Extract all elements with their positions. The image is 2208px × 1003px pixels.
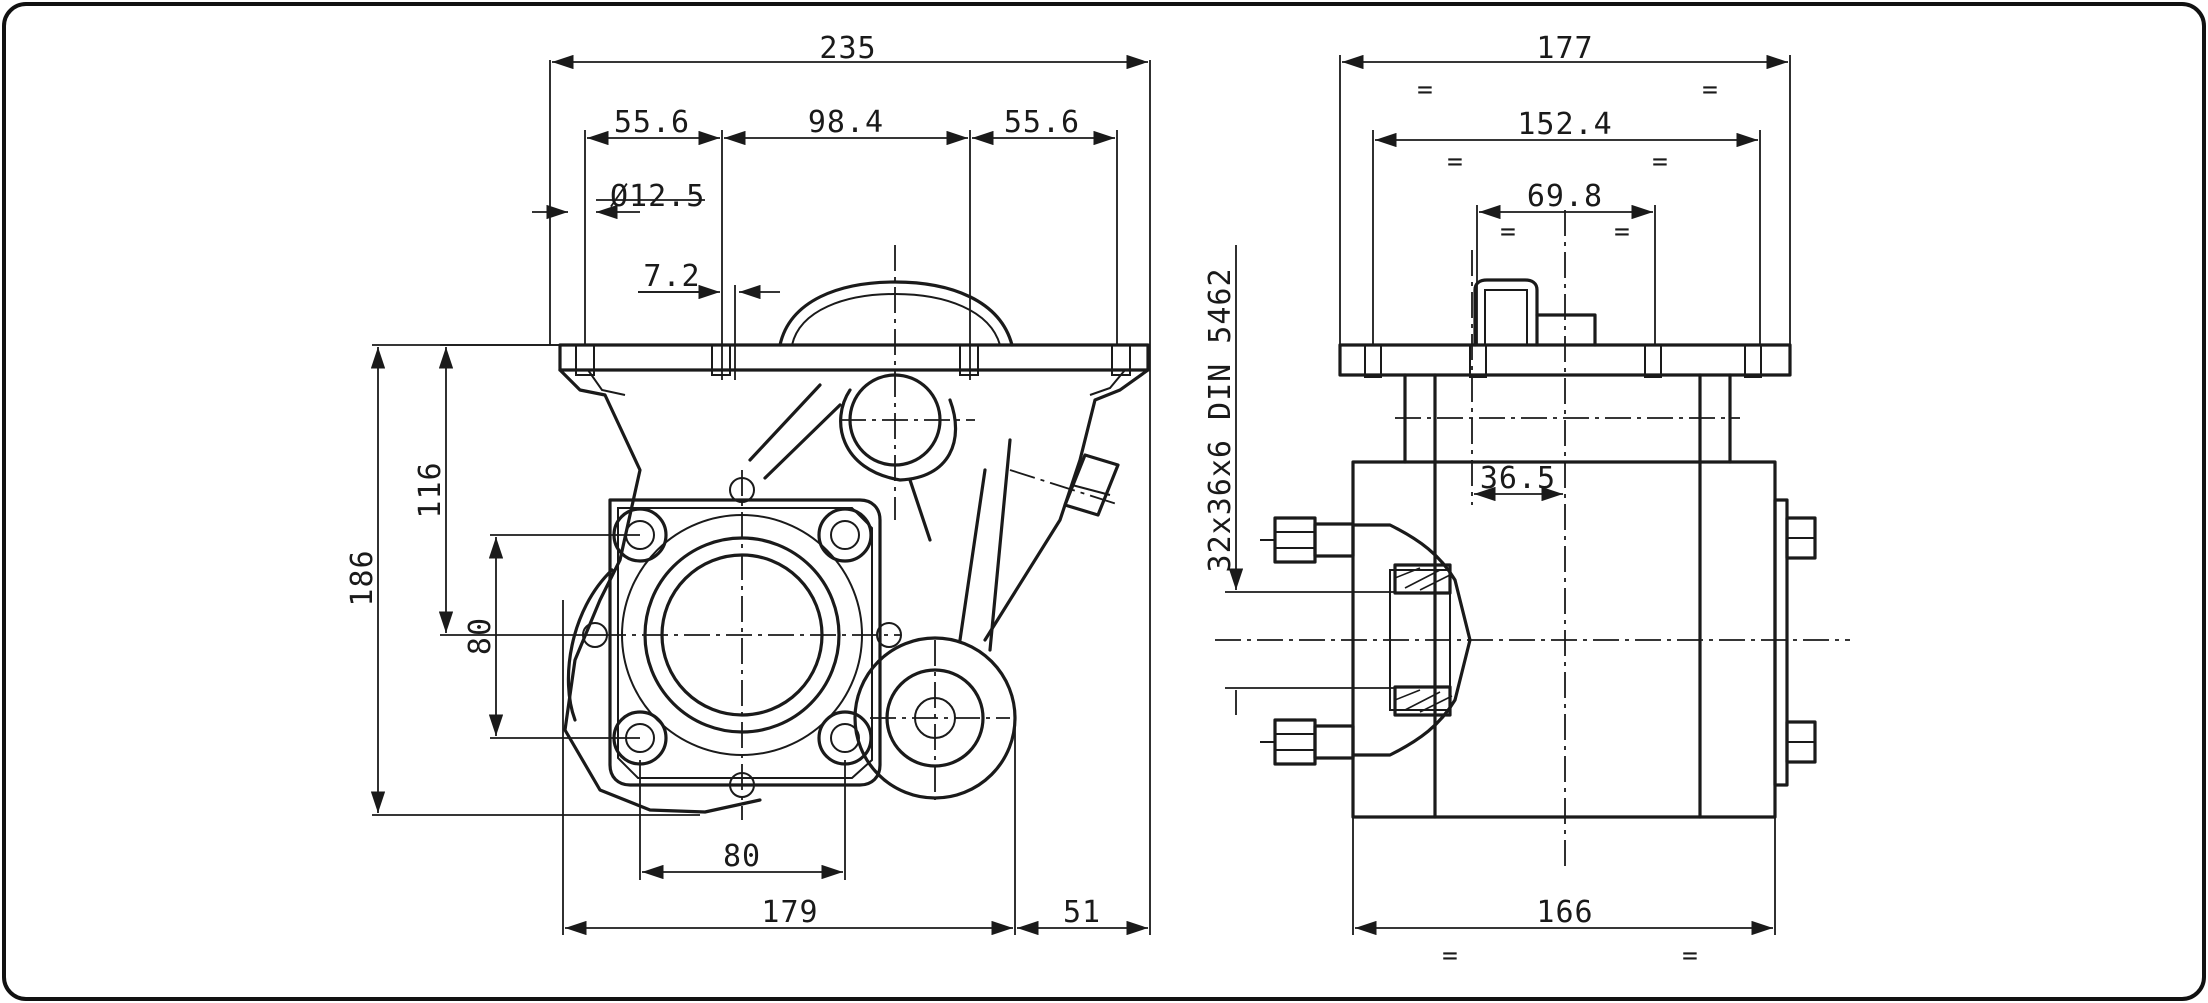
dim-center-span: 98.4 [808, 105, 884, 140]
equal-mark: = [1417, 75, 1433, 105]
equal-mark: = [1442, 941, 1458, 971]
equal-mark: = [1614, 217, 1630, 247]
front-view: 235 55.6 98.4 55.6 Ø12.5 7.2 186 116 80 … [345, 31, 1151, 936]
equal-mark: = [1682, 941, 1698, 971]
dim-height-mount: 116 [413, 461, 448, 518]
side-dim-bolt-span: 152.4 [1517, 107, 1612, 142]
dim-flange-height: 80 [463, 617, 498, 655]
housing-left-outline [558, 368, 762, 814]
side-dim-shaft-offset: 36.5 [1480, 461, 1556, 496]
dim-flange-width: 80 [723, 839, 761, 874]
flange-bolt [817, 507, 873, 563]
end-bolt [1785, 720, 1817, 764]
housing-right-outline [983, 368, 1150, 642]
equal-mark: = [1500, 217, 1516, 247]
dim-height-total: 186 [345, 549, 380, 606]
top-boss [1473, 278, 1539, 347]
dim-hole-diameter: Ø12.5 [610, 179, 705, 214]
equal-mark: = [1652, 147, 1668, 177]
side-view: 177 = = 152.4 = = 69.8 = = 36.5 166 = = … [1203, 31, 1850, 971]
dim-base-right: 51 [1063, 895, 1101, 930]
side-dim-overall-width: 177 [1536, 31, 1593, 66]
dim-left-offset: 55.6 [614, 105, 690, 140]
equal-mark: = [1447, 147, 1463, 177]
dim-offset-small: 7.2 [643, 259, 700, 294]
end-bolt [1785, 516, 1817, 560]
dim-right-offset: 55.6 [1004, 105, 1080, 140]
flange-stud [1260, 718, 1355, 766]
side-mount-plate [1338, 343, 1792, 377]
flange-stud [1260, 516, 1355, 564]
dim-base-left: 179 [761, 895, 818, 930]
dim-overall-width: 235 [819, 31, 876, 66]
pump-flange [608, 498, 882, 787]
side-dim-inner-span: 69.8 [1527, 179, 1603, 214]
spline-spec: 32x36x6 DIN 5462 [1203, 268, 1238, 573]
side-dim-body-width: 166 [1536, 895, 1593, 930]
equal-mark: = [1702, 75, 1718, 105]
side-plug [1063, 453, 1120, 517]
upper-arch [778, 280, 1014, 347]
